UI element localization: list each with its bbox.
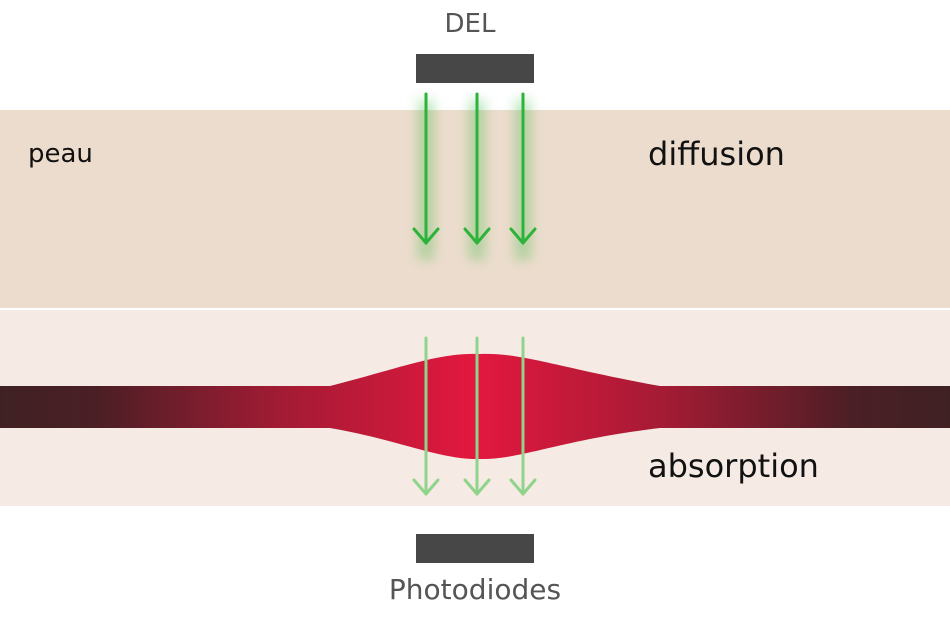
- transmitted-arrow-icon: [412, 336, 440, 496]
- incoming-arrow-icon: [463, 92, 491, 245]
- photodiodes-label: Photodiodes: [389, 573, 561, 606]
- blood-vessel: [0, 353, 950, 460]
- led-label: DEL: [445, 9, 496, 39]
- incoming-light-arrows: [412, 92, 537, 245]
- incoming-arrow-icon: [509, 92, 537, 245]
- transmitted-light-arrows: [412, 336, 537, 496]
- transmitted-arrow-icon: [509, 336, 537, 496]
- incoming-arrow-icon: [412, 92, 440, 245]
- transmitted-arrow-icon: [463, 336, 491, 496]
- led-emitter: [416, 54, 534, 83]
- skin-label: peau: [28, 139, 93, 169]
- photodiode-sensor: [416, 534, 534, 563]
- diffusion-label: diffusion: [648, 135, 785, 173]
- absorption-label: absorption: [648, 447, 819, 485]
